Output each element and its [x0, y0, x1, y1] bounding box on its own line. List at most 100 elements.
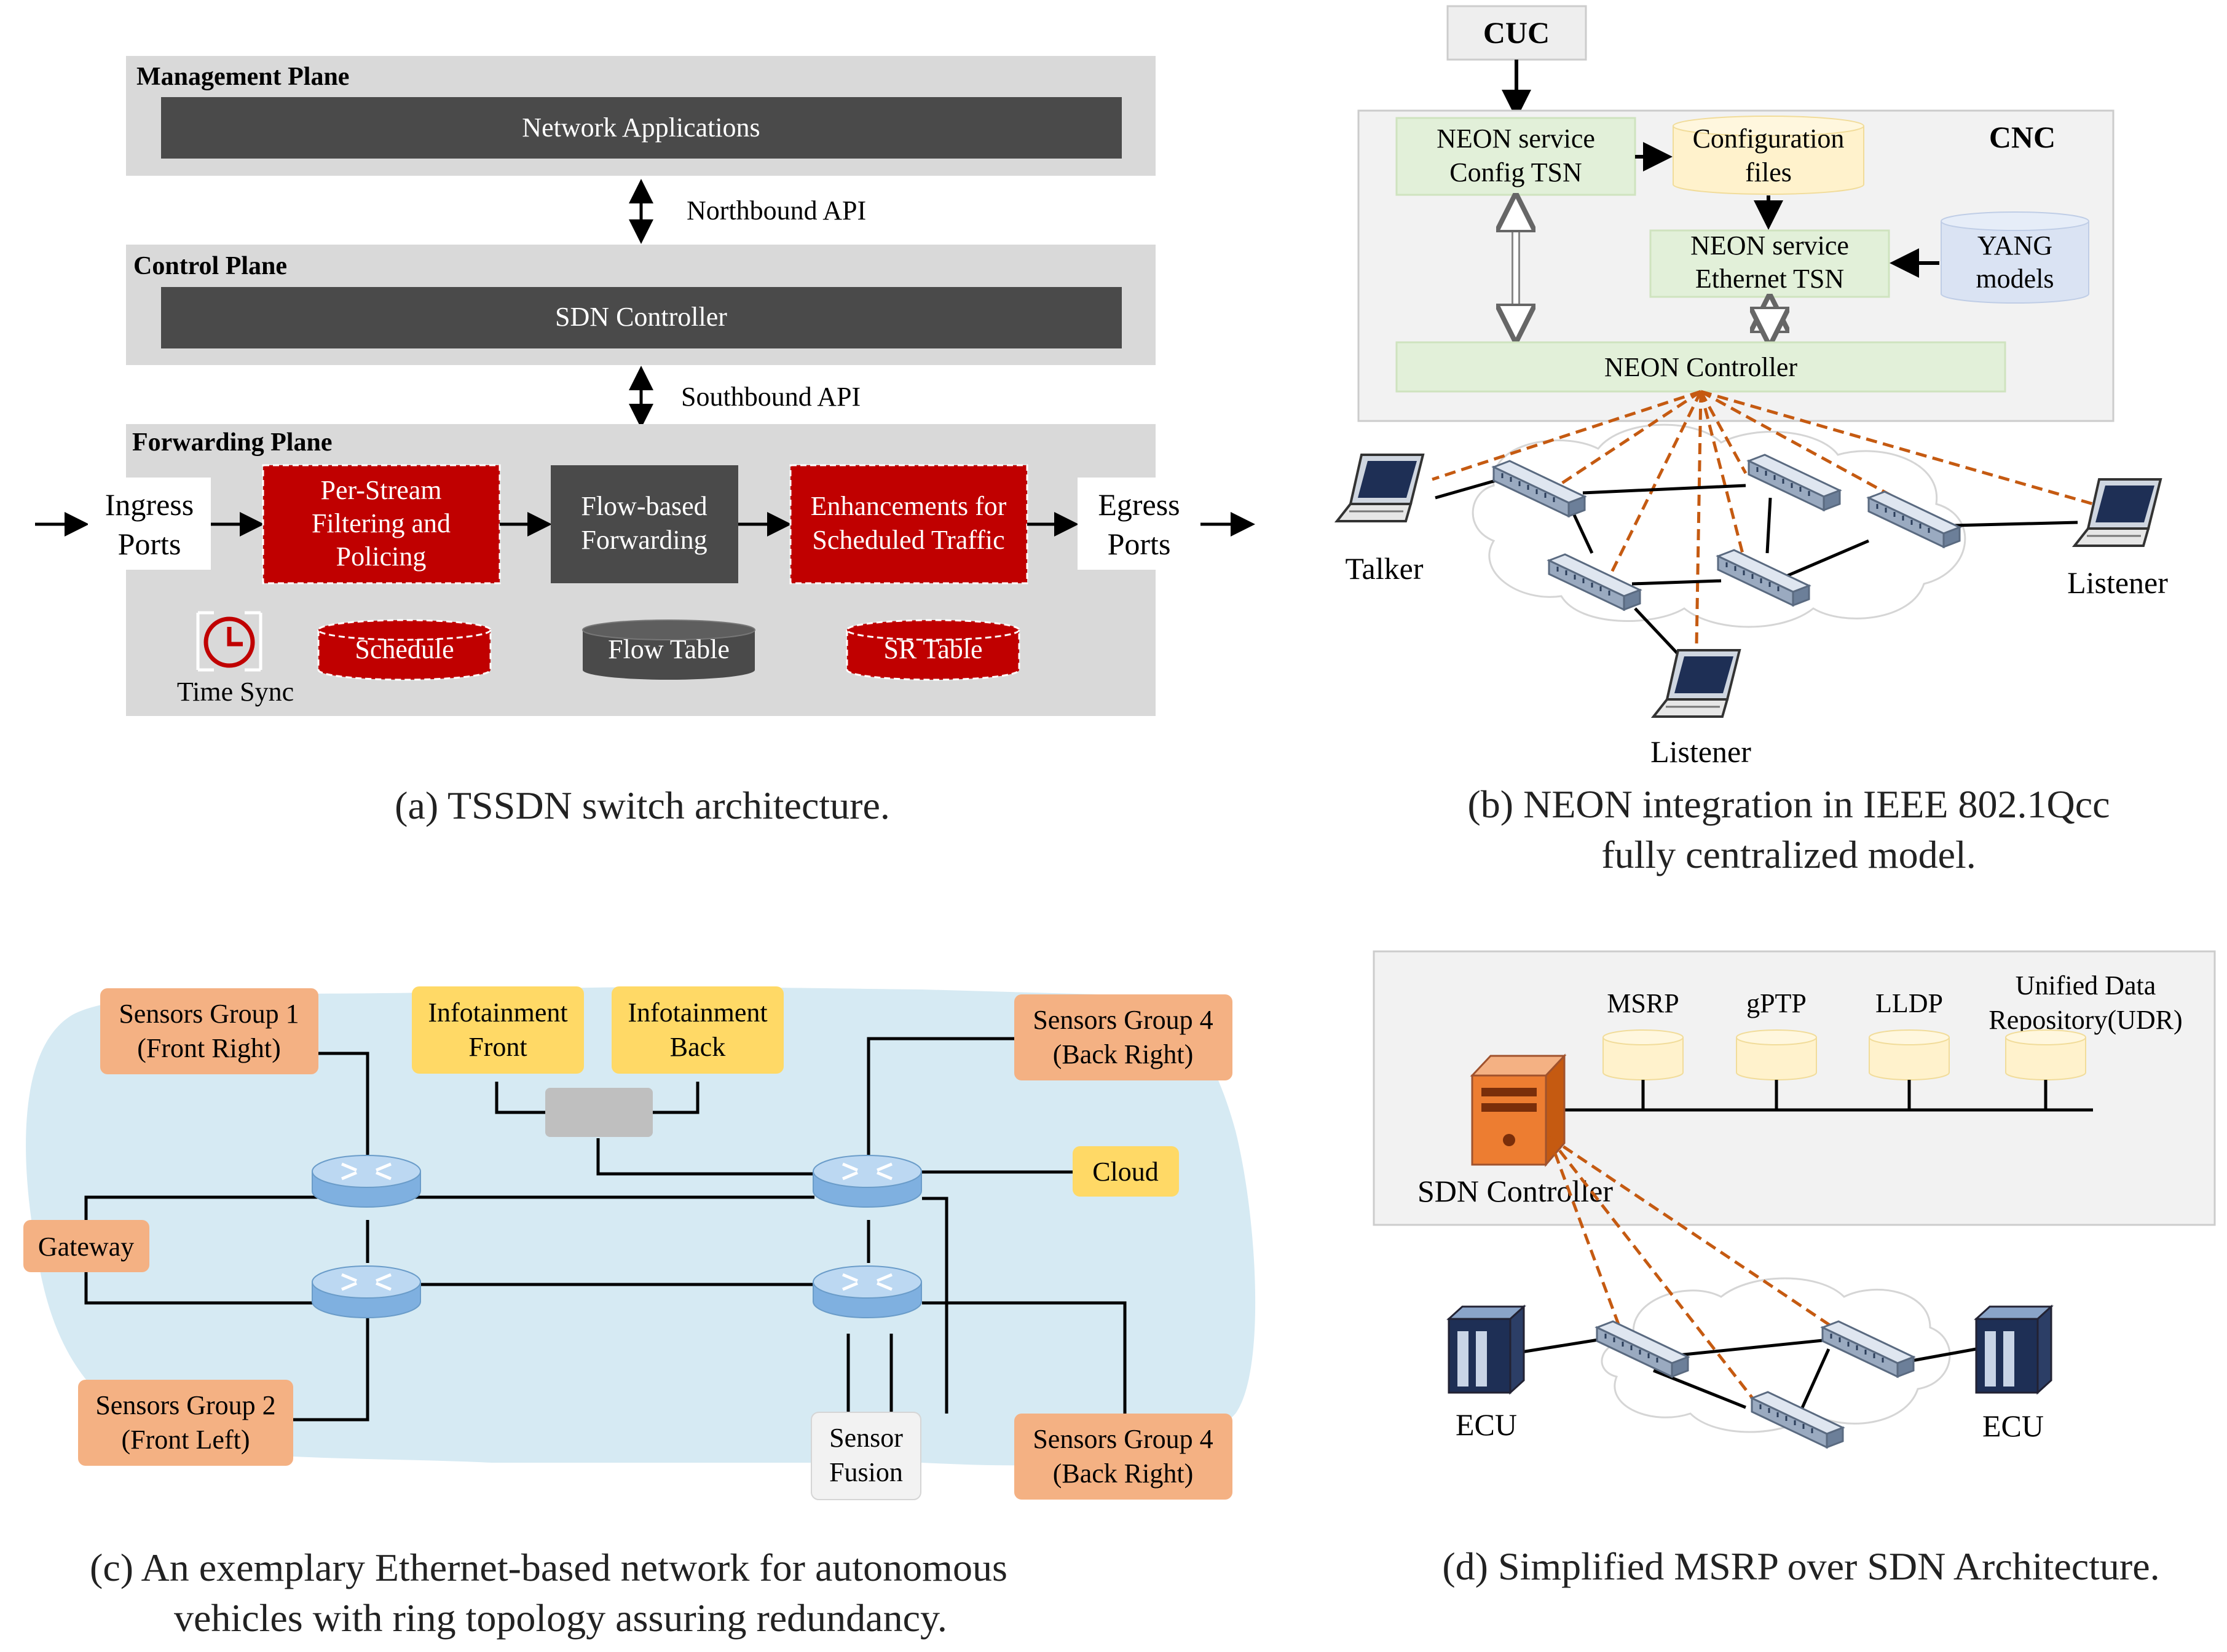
enhancements-box	[789, 464, 1028, 584]
cloud-label: Cloud	[1092, 1157, 1159, 1187]
sensors-group-4-top-line1: Sensors Group 4	[1033, 1005, 1213, 1035]
infotainment-back-box	[612, 986, 784, 1074]
sensors-group-4-bottom-box	[1014, 1414, 1232, 1500]
router-3-icon	[813, 1155, 921, 1207]
config-files-cylinder	[1673, 116, 1864, 195]
panel-a: Management Plane Network Applications No…	[35, 56, 1255, 716]
per-stream-line3: Policing	[336, 541, 427, 572]
infotainment-switch-box	[545, 1088, 653, 1137]
config-files-line1: Configuration	[1693, 124, 1845, 154]
infotainment-front-box	[412, 986, 584, 1074]
neon-ethernet-line2: Ethernet TSN	[1695, 264, 1844, 294]
ecu-right-icon	[1975, 1305, 2052, 1394]
control-plane-label: Control Plane	[133, 252, 287, 280]
caption-d: (d) Simplified MSRP over SDN Architectur…	[1442, 1544, 2160, 1588]
sensors-group-4-top-line2: (Back Right)	[1053, 1039, 1194, 1069]
lldp-cylinder	[1869, 1029, 1950, 1080]
ingress-ports-box	[88, 478, 211, 570]
panel-b: CUC CNC NEON service Config TSN Configur…	[1336, 5, 2168, 769]
infotainment-back-line1: Infotainment	[628, 997, 767, 1028]
sr-table-label: SR Table	[883, 634, 982, 664]
network-links-d	[1521, 1338, 1977, 1412]
flow-based-box	[551, 465, 738, 583]
yang-models-line1: YANG	[1977, 230, 2052, 261]
cuc-box	[1446, 5, 1587, 61]
talker-laptop-icon	[1336, 454, 1424, 522]
schedule-cylinder	[317, 619, 492, 681]
listener-right-label: Listener	[2067, 565, 2168, 600]
listener-bottom-laptop-icon	[1652, 649, 1741, 718]
network-applications-box	[161, 97, 1122, 159]
caption-c-line2: vehicles with ring topology assuring red…	[174, 1596, 947, 1640]
sensors-group-4-bottom-line1: Sensors Group 4	[1033, 1424, 1213, 1454]
router-2-icon	[312, 1266, 420, 1318]
flow-table-cylinder	[582, 620, 755, 680]
server-icon	[1470, 1053, 1567, 1168]
listener-bottom-label: Listener	[1650, 734, 1751, 769]
sensors-group-2-box	[78, 1380, 293, 1466]
msrp-cylinder	[1602, 1029, 1684, 1080]
egress-ports-box	[1078, 478, 1200, 570]
infotainment-front-line2: Front	[468, 1032, 527, 1062]
caption-b-line2: fully centralized model.	[1601, 833, 1976, 876]
sdn-controller-d-label: SDN Controller	[1417, 1174, 1613, 1208]
egress-ports-line2: Ports	[1108, 527, 1171, 561]
dashed-control-links	[1432, 390, 2115, 646]
talker-label: Talker	[1346, 551, 1424, 586]
panel-d: MSRP gPTP LLDP Unified Data Repository(U…	[1373, 950, 2216, 1449]
enhancements-line1: Enhancements for	[811, 491, 1007, 521]
sensor-fusion-line1: Sensor	[829, 1423, 903, 1453]
enhancements-line2: Scheduled Traffic	[812, 525, 1004, 555]
ecu-right-label: ECU	[1982, 1409, 2044, 1443]
neon-controller-box	[1395, 341, 2006, 393]
per-stream-line2: Filtering and	[312, 508, 451, 538]
infotainment-back-line2: Back	[670, 1032, 725, 1062]
udr-line2: Repository(UDR)	[1989, 1005, 2182, 1035]
dashed-control-links-d	[1547, 1135, 1839, 1402]
router-1-icon	[312, 1155, 420, 1207]
config-files-line2: files	[1745, 157, 1792, 187]
neon-config-line2: Config TSN	[1449, 157, 1582, 187]
ingress-ports-line2: Ports	[118, 527, 181, 561]
udr-line1: Unified Data	[2016, 970, 2156, 1001]
ecu-left-icon	[1448, 1305, 1525, 1394]
flow-based-line1: Flow-based	[581, 491, 707, 521]
sensors-group-4-top-box	[1014, 994, 1232, 1080]
service-bus	[1558, 1080, 2093, 1112]
neon-controller-label: NEON Controller	[1604, 352, 1797, 382]
sdn-controller-label: SDN Controller	[555, 302, 727, 332]
network-applications-label: Network Applications	[522, 112, 760, 143]
forwarding-plane-label: Forwarding Plane	[132, 428, 332, 457]
yang-models-line2: models	[1976, 264, 2054, 294]
cnc-label: CNC	[1989, 120, 2056, 154]
sensor-fusion-box	[811, 1412, 921, 1500]
cloud-box	[1073, 1146, 1179, 1197]
sdn-controller-box	[161, 287, 1122, 348]
sensors-group-1-line2: (Front Right)	[137, 1033, 280, 1063]
infotainment-front-line1: Infotainment	[428, 997, 567, 1028]
flow-table-label: Flow Table	[608, 634, 730, 664]
ecu-left-label: ECU	[1456, 1407, 1517, 1442]
sensors-group-2-line2: (Front Left)	[122, 1425, 250, 1455]
neon-ethernet-line1: NEON service	[1690, 230, 1849, 261]
cuc-label: CUC	[1483, 15, 1550, 50]
gptp-label: gPTP	[1746, 988, 1807, 1018]
sr-table-cylinder	[846, 619, 1020, 681]
ingress-ports-line1: Ingress	[105, 487, 194, 522]
gateway-box	[23, 1220, 149, 1272]
caption-c-line1: (c) An exemplary Ethernet-based network …	[90, 1546, 1007, 1589]
sensors-group-1-line1: Sensors Group 1	[119, 999, 299, 1029]
northbound-api-label: Northbound API	[687, 195, 866, 226]
yang-models-cylinder	[1941, 211, 2089, 304]
panel-c: Sensors Group 1 (Front Right) Infotainme…	[23, 986, 1256, 1500]
udr-cylinder	[2005, 1029, 2086, 1080]
sensors-group-1-box	[100, 988, 318, 1074]
caption-a: (a) TSSDN switch architecture.	[395, 784, 890, 827]
schedule-label: Schedule	[355, 634, 454, 664]
southbound-api-label: Southbound API	[681, 382, 861, 412]
clock-icon	[196, 611, 262, 672]
lldp-label: LLDP	[1875, 988, 1943, 1018]
neon-ethernet-box	[1649, 229, 1890, 298]
management-plane-label: Management Plane	[136, 63, 349, 91]
